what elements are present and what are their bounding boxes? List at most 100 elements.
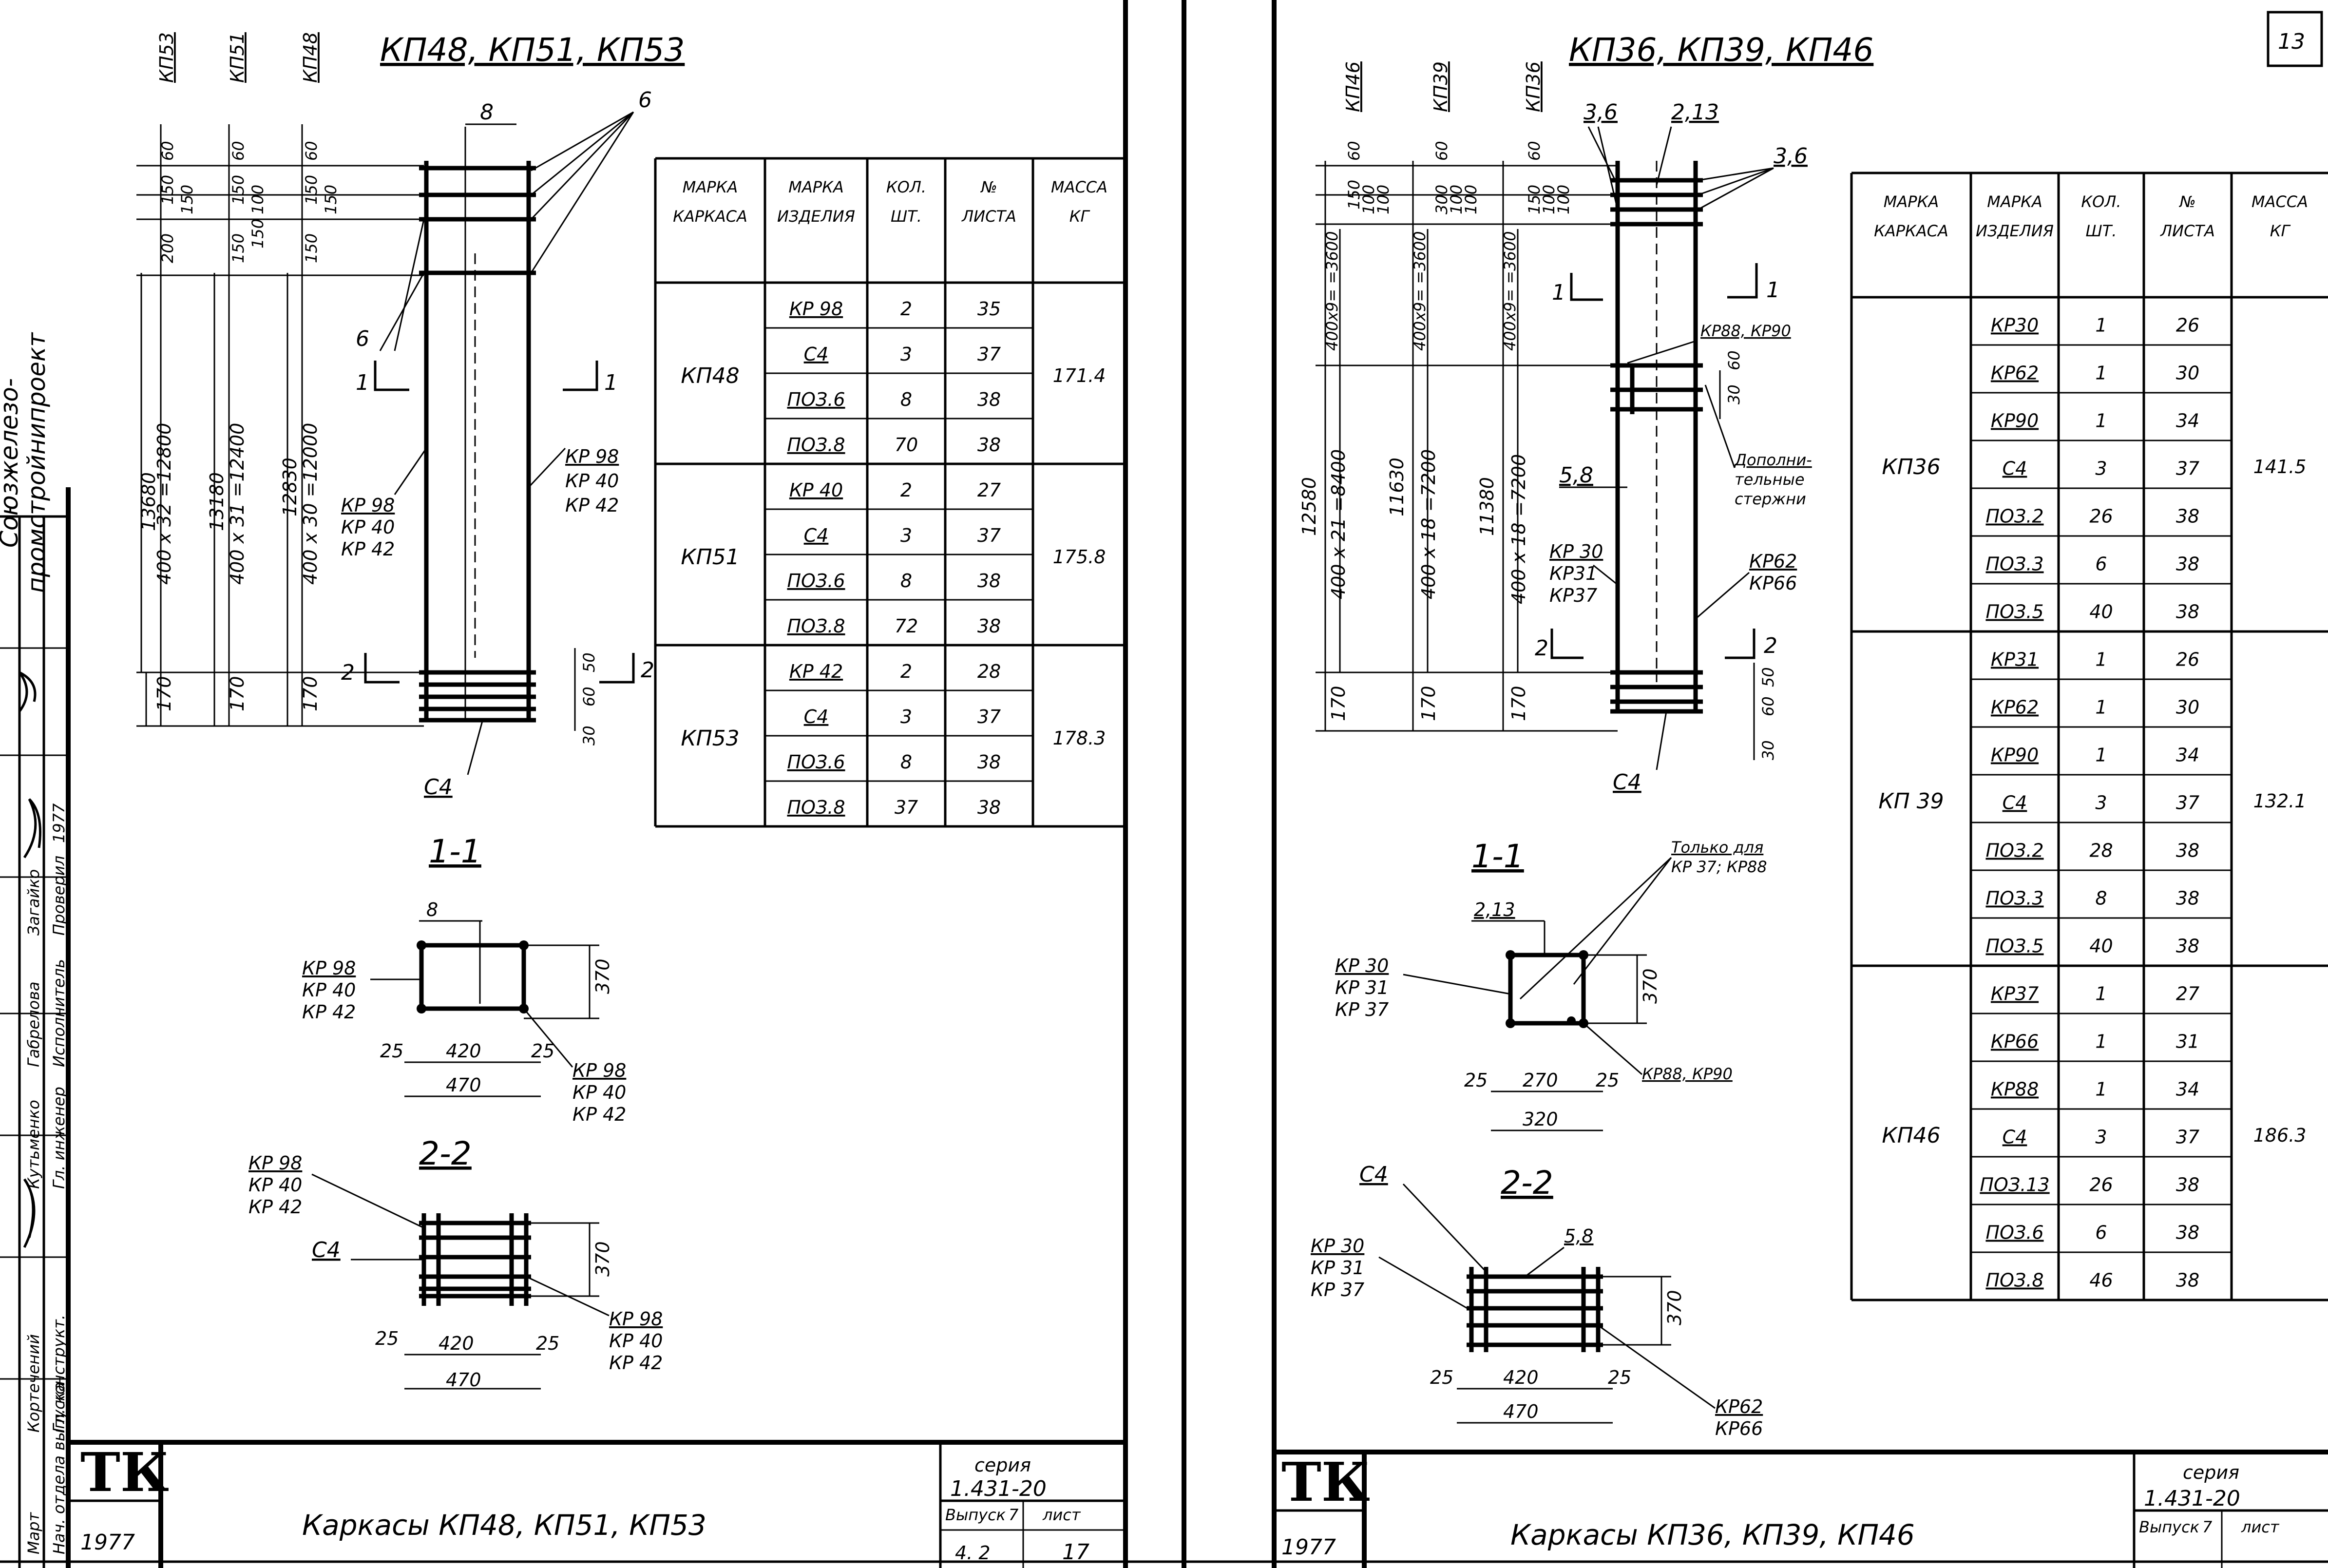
r-span-dim-1: 400 x 21 =8400 bbox=[1328, 449, 1349, 599]
right-sheet: 13 КП36, КП39, КП46 КП46 КП39 КП36 12580… bbox=[1184, 0, 2328, 1568]
table-cell: КР31 bbox=[1991, 649, 2039, 670]
table-cell: 37 bbox=[2176, 458, 2199, 479]
table-mass: 141.5 bbox=[2253, 456, 2307, 478]
left-drawing-name: Каркасы КП48, КП51, КП53 bbox=[302, 1509, 706, 1542]
section-11-dim-h: 370 bbox=[592, 958, 613, 994]
r-kr62-1: КР62 bbox=[1749, 551, 1797, 572]
r-bottom-dim-2: 170 bbox=[1418, 686, 1439, 721]
r-section-11-note-2: КР 37; КР88 bbox=[1671, 858, 1767, 876]
table-cell: КР30 bbox=[1991, 315, 2039, 336]
r-section-22-dim-1: 25 bbox=[1430, 1367, 1453, 1388]
table-cell: 38 bbox=[977, 797, 1001, 818]
table-cell: ПОЗ.5 bbox=[1985, 601, 2043, 623]
table-cell: КР 42 bbox=[789, 661, 843, 682]
col-label-kp46: КП46 bbox=[1342, 61, 1364, 112]
col-label-kp36: КП36 bbox=[1523, 61, 1544, 112]
r-top-dim-b-1: 60 bbox=[1432, 141, 1451, 161]
table-mark: КП48 bbox=[681, 363, 739, 388]
table-cell: 2 bbox=[900, 298, 912, 320]
table-cell: 46 bbox=[2089, 1270, 2113, 1291]
r-section-mark-1-left: 1 bbox=[1552, 280, 1565, 305]
r-section-11-label-213: 2,13 bbox=[1474, 899, 1515, 920]
r-step-label-3: 400x9= =3600 bbox=[1501, 231, 1519, 351]
r-extra-3: стержни bbox=[1735, 490, 1806, 508]
table-cell: 3 bbox=[2095, 792, 2107, 814]
section-11-dim-1: 25 bbox=[380, 1040, 403, 1062]
top-dim-b-1: 60 bbox=[229, 141, 248, 161]
table-cell: КР90 bbox=[1991, 410, 2039, 432]
r-extra-2: тельные bbox=[1735, 470, 1805, 489]
table-cell: С4 bbox=[2003, 458, 2027, 479]
table-cell: 26 bbox=[2089, 506, 2113, 527]
table-cell: 34 bbox=[2176, 1079, 2199, 1100]
r-section-11-dim-2: 270 bbox=[1523, 1070, 1558, 1091]
r-top-dim-c-2: 150 bbox=[1525, 185, 1544, 214]
table-cell: ПОЗ.6 bbox=[787, 389, 845, 410]
corner-number-box bbox=[2267, 11, 2323, 67]
elev-label-6-left: 6 bbox=[356, 326, 369, 351]
table-cell: 38 bbox=[2176, 601, 2199, 623]
right-issue-label: Выпуск bbox=[2139, 1518, 2200, 1536]
elev-right-dim-3: 30 bbox=[580, 726, 598, 746]
table-cell: 31 bbox=[2176, 1031, 2199, 1052]
top-dim-b-4: 150 bbox=[248, 219, 267, 249]
col-label-kp48: КП48 bbox=[300, 32, 321, 83]
r-section-mark-1-right: 1 bbox=[1766, 278, 1780, 303]
table-cell: 6 bbox=[2095, 1222, 2107, 1243]
table-mass: 132.1 bbox=[2253, 790, 2307, 812]
r-top-dim-b-4: 100 bbox=[1462, 185, 1480, 214]
table-cell: 72 bbox=[895, 615, 918, 637]
section-11-cp-left-3: КР 42 bbox=[302, 1001, 356, 1023]
r-section-11-kr88: КР88, КР90 bbox=[1642, 1065, 1733, 1083]
table-cell: 1 bbox=[2095, 363, 2107, 384]
table-cell: ПОЗ.5 bbox=[1985, 936, 2043, 957]
r-right-dim-2: 60 bbox=[1725, 350, 1743, 370]
right-series-label: серия bbox=[2183, 1462, 2239, 1483]
section-11-title: 1-1 bbox=[429, 833, 481, 870]
right-cage-elevation: 3,6 2,13 3,6 5,8 1 1 2 2 КР88, КР90 Допо… bbox=[1535, 100, 1812, 795]
stamp-role-5: Нач. отдела выпуска bbox=[50, 1382, 68, 1554]
table-cell: 37 bbox=[977, 344, 1001, 365]
r-top-dim-b-2: 300 bbox=[1432, 185, 1451, 214]
table-cell: ПОЗ.8 bbox=[1985, 1270, 2043, 1291]
left-sheet-label: лист bbox=[1042, 1506, 1081, 1524]
r-kr88-label: КР88, КР90 bbox=[1700, 322, 1791, 340]
r-section-11-dim-3: 25 bbox=[1596, 1070, 1619, 1091]
section-mark-2-left: 2 bbox=[341, 660, 355, 685]
r-section-mark-2-left: 2 bbox=[1535, 636, 1548, 661]
table-cell: 1 bbox=[2095, 410, 2107, 432]
table-cell: КР62 bbox=[1991, 697, 2039, 718]
table-cell: 38 bbox=[977, 570, 1001, 592]
top-dim-b-5: 150 bbox=[229, 233, 248, 263]
r-section-11-cp-left-1: КР 30 bbox=[1335, 955, 1389, 976]
r-top-dim-a-4: 100 bbox=[1374, 185, 1393, 214]
r-kr62-2: КР66 bbox=[1749, 573, 1797, 594]
overall-dim-2: 13180 bbox=[206, 472, 228, 531]
r-top-dim-c-1: 60 bbox=[1525, 141, 1544, 161]
r-bottom-dim-1: 170 bbox=[1328, 686, 1349, 721]
left-logo-tk: ТК bbox=[80, 1441, 169, 1504]
r-right-dim-5: 30 bbox=[1759, 740, 1777, 760]
table-cell: 1 bbox=[2095, 745, 2107, 766]
signature-2 bbox=[23, 798, 41, 859]
left-title-block: ТК 1977 Каркасы КП48, КП51, КП53 серия 1… bbox=[68, 1441, 1126, 1568]
r-section-11-dim-1: 25 bbox=[1464, 1070, 1488, 1091]
table-cell: 27 bbox=[977, 479, 1001, 501]
table-mass: 171.4 bbox=[1053, 365, 1106, 386]
table-cell: 3 bbox=[2095, 458, 2107, 479]
stamp-name-1: Кутьменко bbox=[24, 1100, 43, 1189]
r-right-dim-1: 30 bbox=[1725, 384, 1743, 404]
r-top-dim-b-3: 100 bbox=[1447, 185, 1466, 214]
top-dim-c-2: 150 bbox=[302, 175, 321, 205]
table-cell: КР37 bbox=[1991, 983, 2039, 1005]
section-22-dim-1: 25 bbox=[375, 1328, 399, 1349]
elev-label-6-top: 6 bbox=[638, 88, 652, 113]
table-mass: 178.3 bbox=[1053, 727, 1106, 749]
table-cell: 3 bbox=[900, 344, 912, 365]
signature-1 bbox=[18, 671, 37, 712]
section-22-cp-right-2: КР 40 bbox=[609, 1330, 663, 1352]
table-mass: 186.3 bbox=[2253, 1125, 2307, 1146]
